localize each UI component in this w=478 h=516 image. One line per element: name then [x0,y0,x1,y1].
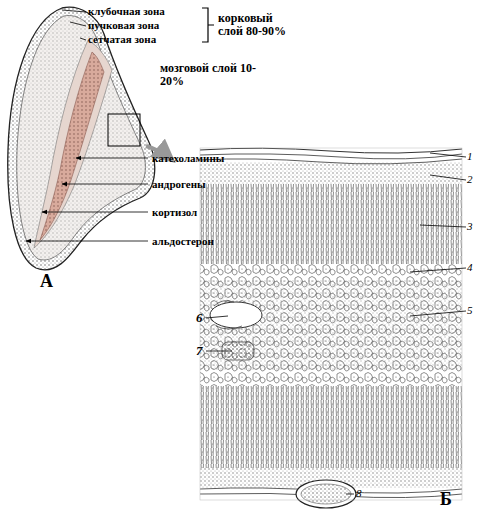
callout-number: 2 [467,173,478,185]
panel-letter: Б [440,490,470,510]
hormone-label: кортизол [152,206,262,218]
zone-label: пучковая зона [88,19,208,31]
callout-number: 8 [356,487,368,499]
histology-section [200,148,462,508]
layer-label: корковый слой 80-90% [218,12,296,38]
zone-label: клубочная зона [88,5,208,17]
hormone-label: катехоламины [152,152,262,164]
callout-number: 1 [467,150,478,162]
callout-number: 5 [467,304,478,316]
callout-number: 4 [467,261,478,273]
callout-number: 7 [196,344,208,358]
hormone-label: альдостерон [152,235,262,247]
panel-letter: А [40,272,70,292]
callout-number: 6 [196,311,208,325]
hormone-label: андрогены [152,178,262,190]
callout-number: 3 [467,220,478,232]
zone-label: сетчатая зона [88,33,208,45]
layer-label: мозговой слой 10-20% [160,62,260,88]
